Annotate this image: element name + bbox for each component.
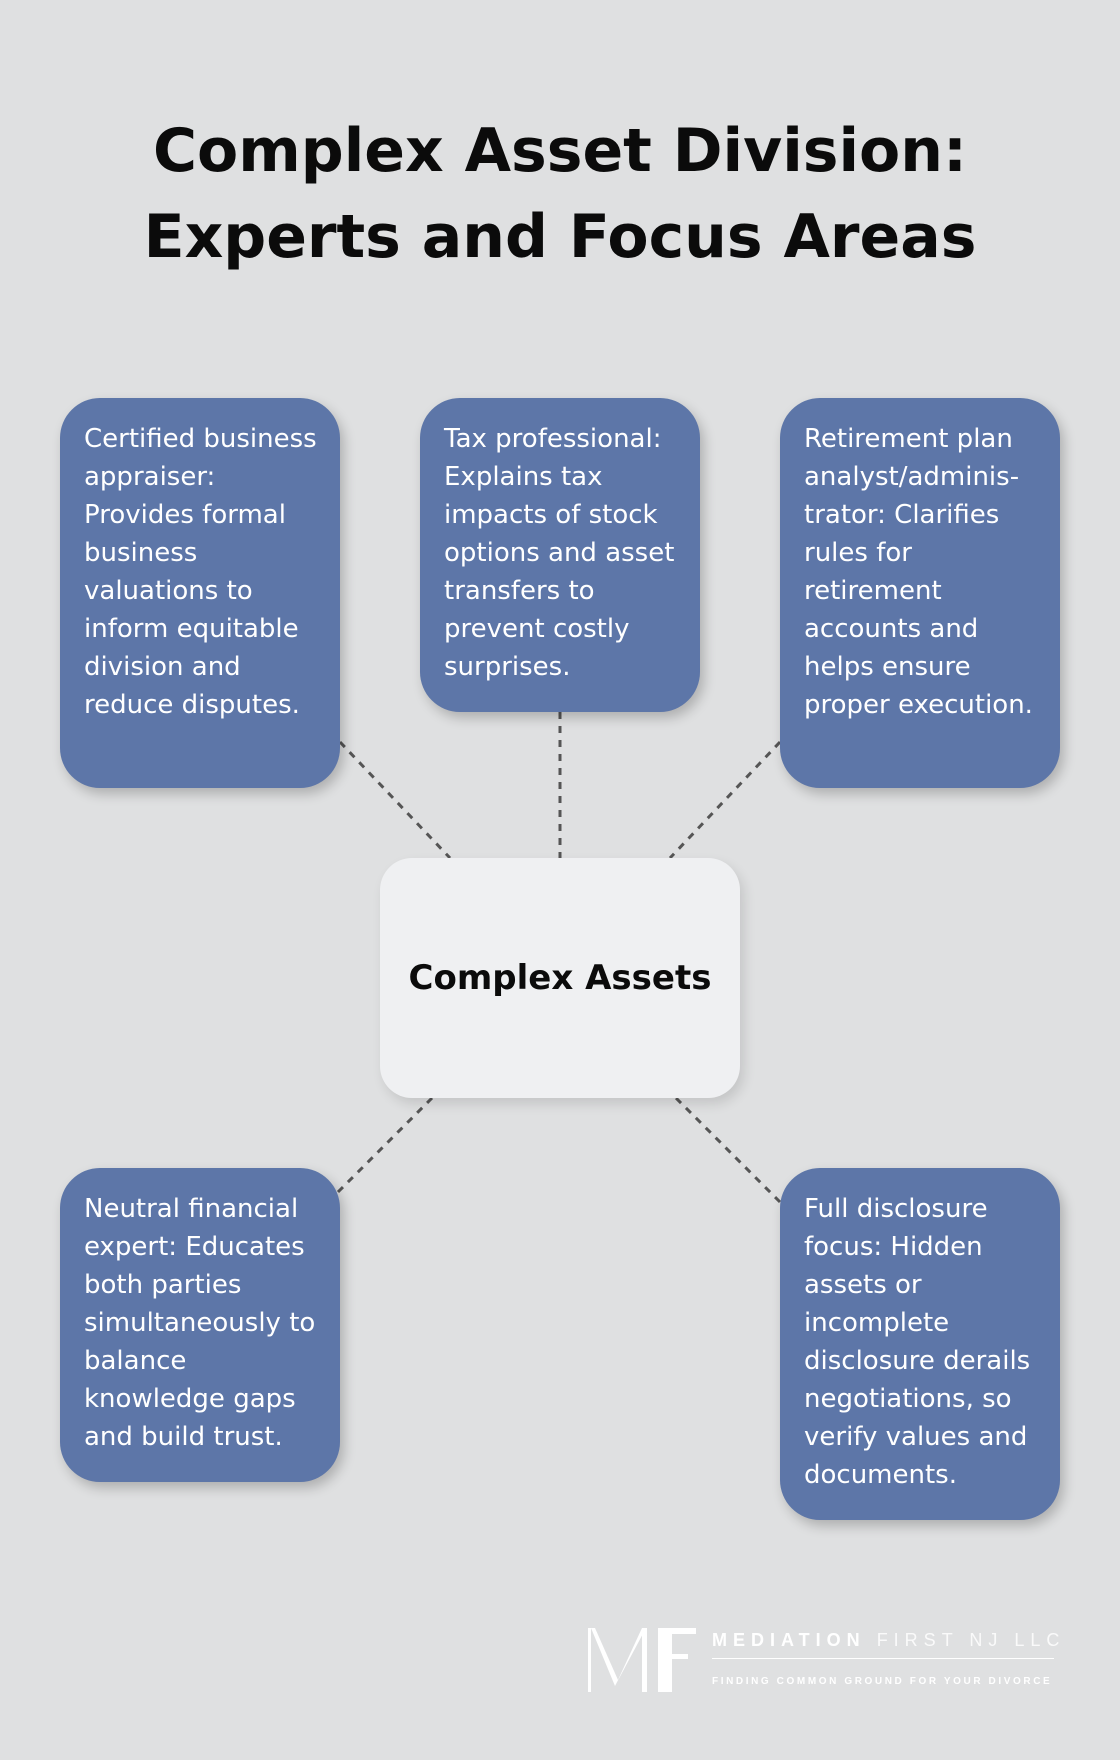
connector-disclosure bbox=[674, 1096, 782, 1204]
brand-name-light: FIRST NJ LLC bbox=[876, 1630, 1066, 1650]
node-neutral-financial-expert: Neutral financial expert: Educates both … bbox=[60, 1168, 340, 1482]
node-text: Tax professional: Explains tax impacts o… bbox=[444, 424, 675, 682]
title-line-1: Complex Asset Division: bbox=[153, 116, 967, 186]
node-text: Full disclosure focus: Hidden assets or … bbox=[804, 1194, 1031, 1490]
node-text: Neutral financial expert: Educates both … bbox=[84, 1194, 316, 1452]
monogram-logo-icon bbox=[588, 1628, 696, 1692]
brand-tagline: FINDING COMMON GROUND FOR YOUR DIVORCE bbox=[712, 1676, 1053, 1687]
node-retirement-analyst: Retirement plan analyst/adminis-trator: … bbox=[780, 398, 1060, 788]
center-label: Complex Assets bbox=[408, 958, 712, 998]
node-business-appraiser: Certified business appraiser: Provides f… bbox=[60, 398, 340, 788]
center-node: Complex Assets bbox=[380, 858, 740, 1098]
page-title: Complex Asset Division: Experts and Focu… bbox=[0, 108, 1120, 280]
node-tax-professional: Tax professional: Explains tax impacts o… bbox=[420, 398, 700, 712]
brand-logo: MEDIATION FIRST NJ LLC FINDING COMMON GR… bbox=[584, 1624, 1059, 1696]
brand-name-bold: MEDIATION bbox=[712, 1630, 866, 1650]
brand-name: MEDIATION FIRST NJ LLC bbox=[712, 1630, 1065, 1651]
brand-divider bbox=[712, 1658, 1054, 1659]
node-text: Retirement plan analyst/adminis-trator: … bbox=[804, 424, 1033, 720]
title-line-2: Experts and Focus Areas bbox=[143, 202, 977, 272]
connector-financial-expert bbox=[336, 1096, 434, 1194]
node-full-disclosure: Full disclosure focus: Hidden assets or … bbox=[780, 1168, 1060, 1520]
connector-appraiser bbox=[338, 740, 452, 860]
connector-retirement bbox=[668, 740, 782, 860]
node-text: Certified business appraiser: Provides f… bbox=[84, 424, 317, 720]
